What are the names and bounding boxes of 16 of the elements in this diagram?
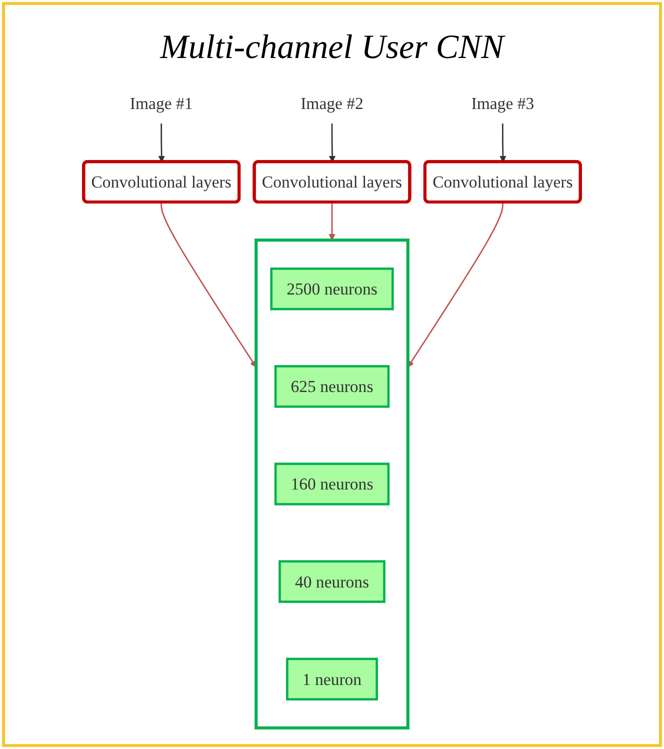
node-box — [270, 268, 394, 310]
node-box — [274, 365, 390, 408]
arrow — [328, 202, 336, 240]
node-text: Image #1 — [130, 94, 193, 113]
diagram-title: Multi-channel User CNN — [160, 29, 504, 67]
node-box — [278, 560, 386, 603]
arrow — [408, 202, 504, 368]
node-box — [286, 658, 378, 700]
node-text: Image #3 — [471, 94, 534, 113]
node-box — [274, 462, 390, 506]
arrow — [160, 202, 256, 368]
node-text: Image #2 — [300, 94, 364, 113]
arrow — [328, 124, 336, 162]
arrow — [500, 124, 506, 162]
cluster — [254, 238, 410, 730]
arrow — [158, 124, 165, 162]
